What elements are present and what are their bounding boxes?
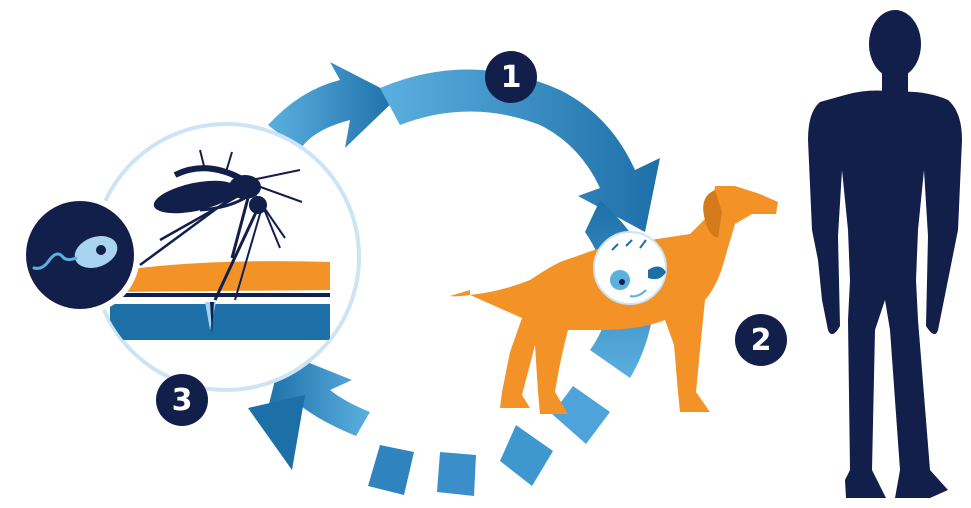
skin-layer [110,300,330,340]
step-badge-1: 1 [485,51,537,103]
cycle-arrow-dash-1 [552,386,610,444]
human-silhouette-icon [808,10,962,498]
step-badge-2: 2 [735,314,787,366]
step-number-3: 3 [171,382,193,418]
step-badge-3: 3 [156,374,208,426]
larva-icon [32,236,118,270]
cycle-arrow-dash-2 [500,425,553,486]
cycle-arrow-dash-3 [437,452,476,496]
cycle-arrow-segment-2 [380,69,660,232]
step-number-1: 1 [500,59,522,95]
cycle-arrow-dash-4 [368,445,414,495]
step-badge-1-circle [485,51,537,103]
larva-inset [20,195,140,315]
step-badge-3-circle [156,374,208,426]
bloodstream-inset [593,231,667,305]
skin-line [110,293,330,297]
step-badge-2-circle [735,314,787,366]
mosquito-icon [139,149,303,301]
skin-surface [110,261,330,292]
cycle-arrow-head-bottom [248,395,305,470]
cycle-arrow-segment-1 [268,62,398,150]
step-number-2: 2 [750,322,772,358]
